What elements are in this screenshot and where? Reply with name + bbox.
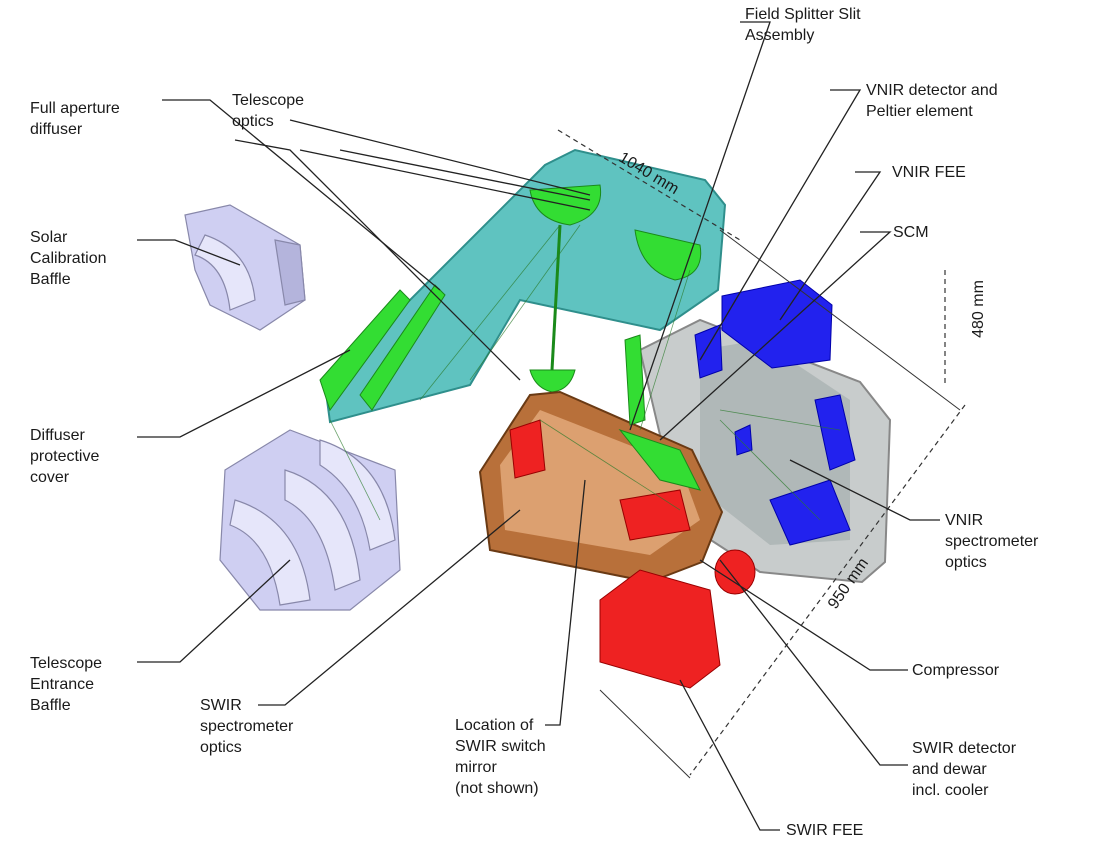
label-swir-spectrometer-optics: SWIR spectrometer optics — [200, 697, 294, 756]
label-vnir-fee: VNIR FEE — [892, 164, 966, 181]
label-swir-detector: SWIR detector and dewar incl. cooler — [912, 740, 1017, 799]
label-scm: SCM — [893, 224, 929, 241]
label-compressor: Compressor — [912, 662, 1000, 679]
vnir-blue-components — [694, 279, 856, 546]
telescope-housing — [323, 148, 727, 424]
label-solar-calibration-baffle: Solar Calibration Baffle — [30, 229, 107, 288]
leader-lines — [137, 21, 940, 831]
label-vnir-detector: VNIR detector and Peltier element — [866, 82, 998, 120]
label-field-splitter: Field Splitter Slit Assembly — [745, 6, 861, 44]
label-diffuser-protective-cover: Diffuser protective cover — [30, 427, 100, 486]
dimension-480: 480 mm — [969, 280, 987, 338]
label-swir-switch-mirror: Location of SWIR switch mirror (not show… — [455, 717, 546, 797]
label-telescope-optics: Telescope optics — [232, 92, 305, 130]
label-telescope-entrance-baffle: Telescope Entrance Baffle — [30, 655, 103, 714]
dimension-lines — [557, 129, 966, 776]
swir-red-components — [509, 419, 756, 689]
label-vnir-spectrometer-optics: VNIR spectrometer optics — [945, 512, 1039, 571]
telescope-entrance-baffle — [219, 429, 401, 611]
telescope-mirrors — [529, 184, 702, 393]
label-swir-fee: SWIR FEE — [786, 822, 864, 839]
full-aperture-diffuser — [319, 284, 446, 412]
solar-calibration-baffle — [184, 204, 306, 331]
label-full-aperture-diffuser: Full aperture diffuser — [30, 100, 120, 138]
